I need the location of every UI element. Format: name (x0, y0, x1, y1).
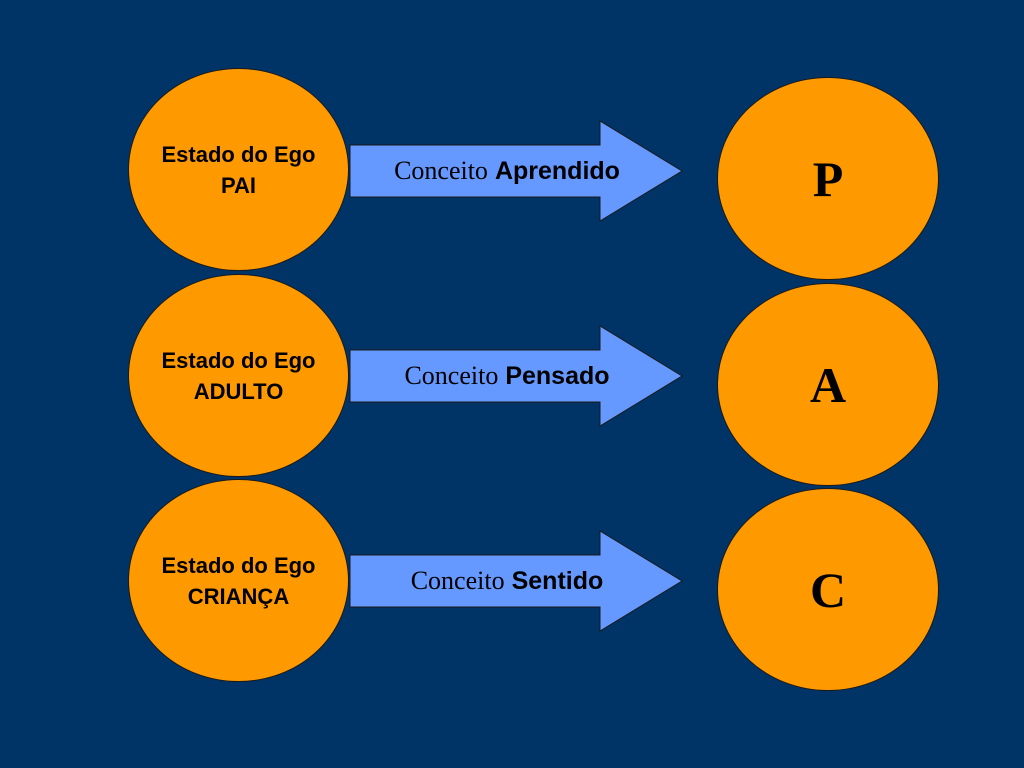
right-arrow-icon (349, 120, 683, 222)
letter: A (809, 356, 847, 413)
letter-circle-p: P (717, 77, 939, 280)
arrow-label: Conceito Sentido (349, 530, 665, 632)
letter: C (809, 561, 847, 618)
ego-state-adulto-circle: Estado do Ego ADULTO (128, 274, 349, 477)
arrow-pensado: Conceito Pensado (349, 325, 683, 427)
letter-circle-a: A (717, 283, 939, 486)
letter-circle-c: C (717, 488, 939, 691)
right-arrow-icon (349, 530, 683, 632)
arrow-label: Conceito Pensado (349, 325, 665, 427)
concept-prefix: Conceito (410, 566, 505, 595)
ego-state-label: Estado do Ego (161, 141, 316, 167)
concept-prefix: Conceito (394, 156, 488, 185)
ego-state-pai-circle: Estado do Ego PAI (128, 68, 349, 271)
ego-state-label: Estado do Ego (161, 347, 316, 373)
ego-state-crianca-circle: Estado do Ego CRIANÇA (128, 479, 349, 682)
concept-keyword: Pensado (505, 361, 610, 390)
ego-state-name: CRIANÇA (187, 583, 290, 609)
arrow-label: Conceito Aprendido (349, 120, 665, 222)
letter: P (812, 150, 844, 207)
arrow-sentido: Conceito Sentido (349, 530, 683, 632)
concept-keyword: Sentido (511, 566, 604, 595)
ego-state-label: Estado do Ego (161, 552, 316, 578)
ego-state-name: PAI (220, 172, 257, 198)
arrow-aprendido: Conceito Aprendido (349, 120, 683, 222)
concept-keyword: Aprendido (494, 156, 620, 185)
ego-state-name: ADULTO (193, 378, 284, 404)
concept-prefix: Conceito (404, 361, 499, 390)
right-arrow-icon (349, 325, 683, 427)
